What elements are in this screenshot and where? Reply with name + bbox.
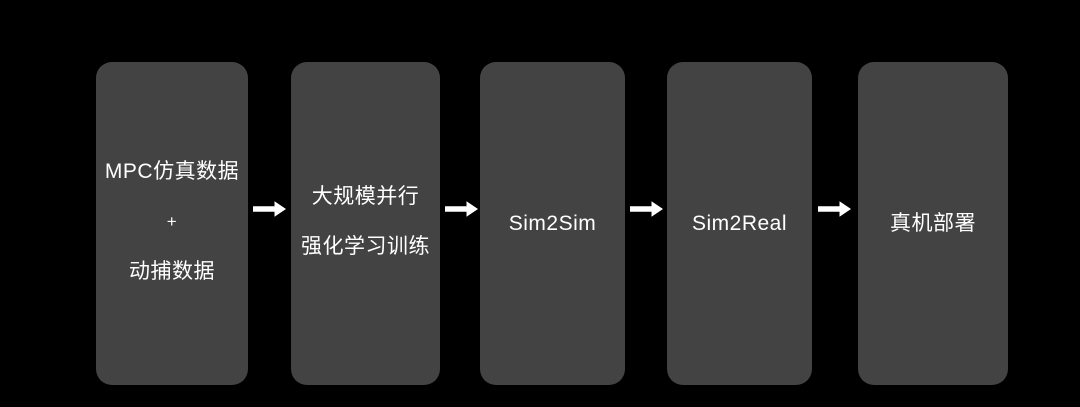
stage-box-sim2sim[interactable]: Sim2Sim — [480, 62, 625, 385]
stage-text-block: Sim2Real — [667, 199, 812, 249]
stage-line-3: 动捕数据 — [129, 259, 215, 283]
arrow-stage4-to-stage5-icon — [818, 198, 851, 220]
arrow-stage2-to-stage3-icon — [445, 198, 478, 220]
stage-box-sim2real[interactable]: Sim2Real — [667, 62, 812, 385]
stage-line-1: MPC仿真数据 — [104, 159, 240, 183]
stage-text-block: MPC仿真数据 + 动捕数据 — [96, 147, 248, 297]
stage-line-1: Sim2Real — [691, 211, 788, 235]
arrow-stage3-to-stage4-icon — [630, 198, 663, 220]
stage-line-1: 真机部署 — [890, 211, 976, 235]
stage-box-real-robot-deployment[interactable]: 真机部署 — [858, 62, 1008, 385]
stage-line-1: Sim2Sim — [508, 211, 597, 235]
stage-line-2: 强化学习训练 — [301, 234, 430, 258]
stage-line-plus: + — [166, 211, 178, 231]
stage-text-block: 大规模并行 强化学习训练 — [291, 172, 440, 272]
stage-text-block: 真机部署 — [858, 199, 1008, 249]
arrow-stage1-to-stage2-icon — [253, 198, 286, 220]
stage-text-block: Sim2Sim — [480, 199, 625, 249]
stage-line-1: 大规模并行 — [311, 184, 420, 208]
stage-box-large-scale-parallel-rl-training[interactable]: 大规模并行 强化学习训练 — [291, 62, 440, 385]
stage-box-mpc-sim-data[interactable]: MPC仿真数据 + 动捕数据 — [96, 62, 248, 385]
